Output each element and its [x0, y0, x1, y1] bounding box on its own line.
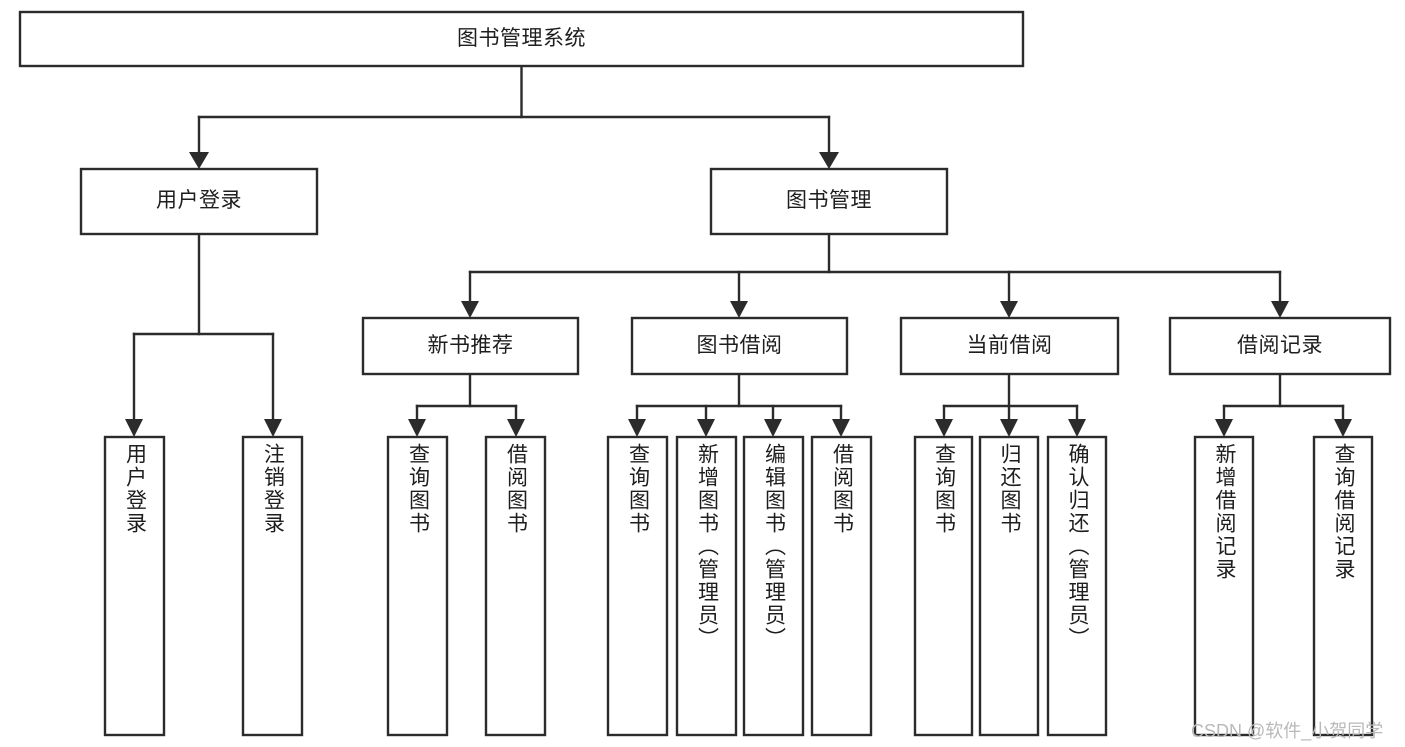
arrowhead-lf-10: [1000, 419, 1018, 437]
connector-group-l1-1: [125, 232, 282, 437]
node-box-l2-3[interactable]: [899, 316, 1120, 376]
arrowhead-lf-2: [264, 419, 282, 437]
arrowhead-lf-3: [408, 419, 426, 437]
connector-group-l2-3: [935, 372, 1086, 437]
arrowhead-lf-13: [1334, 419, 1352, 437]
connector-group-l1-2: [461, 232, 1289, 318]
node-box-lf-2[interactable]: [241, 435, 304, 737]
connector-group-l2-4: [1215, 372, 1352, 437]
node-box-root[interactable]: [18, 10, 1025, 68]
connector-group-l2-2: [628, 372, 850, 437]
node-box-lf-1[interactable]: [103, 435, 166, 737]
node-box-lf-9[interactable]: [913, 435, 974, 737]
node-box-l1-1[interactable]: [79, 167, 319, 236]
arrowhead-l2-1: [461, 301, 479, 318]
node-box-lf-7[interactable]: [742, 435, 805, 737]
node-box-lf-13[interactable]: [1312, 435, 1374, 737]
arrowhead-lf-1: [125, 419, 143, 437]
arrowhead-l1-1: [189, 152, 209, 169]
node-box-lf-11[interactable]: [1046, 435, 1108, 737]
arrowhead-lf-8: [832, 419, 850, 437]
node-box-l1-2[interactable]: [709, 167, 949, 236]
connector-group-root: [189, 64, 839, 169]
node-box-lf-10[interactable]: [978, 435, 1040, 737]
arrowhead-lf-9: [935, 419, 953, 437]
arrowhead-lf-4: [507, 419, 525, 437]
arrowhead-l2-4: [1271, 301, 1289, 318]
arrowhead-l1-2: [819, 152, 839, 169]
node-box-l2-4[interactable]: [1168, 316, 1392, 376]
node-box-lf-5[interactable]: [606, 435, 669, 737]
arrowhead-lf-6: [697, 419, 715, 437]
arrowhead-lf-7: [764, 419, 782, 437]
node-box-l2-2[interactable]: [630, 316, 849, 376]
node-box-lf-4[interactable]: [484, 435, 547, 737]
node-rect-group: [18, 10, 1392, 737]
arrowhead-lf-5: [628, 419, 646, 437]
connector-group-l2-1: [408, 372, 525, 437]
node-box-lf-8[interactable]: [810, 435, 873, 737]
node-box-lf-12[interactable]: [1193, 435, 1255, 737]
arrowhead-lf-12: [1215, 419, 1233, 437]
arrowhead-lf-11: [1068, 419, 1086, 437]
node-box-lf-3[interactable]: [386, 435, 449, 737]
node-box-l2-1[interactable]: [361, 316, 580, 376]
arrowhead-l2-3: [1000, 301, 1018, 318]
arrowhead-l2-2: [730, 301, 748, 318]
node-box-lf-6[interactable]: [675, 435, 738, 737]
